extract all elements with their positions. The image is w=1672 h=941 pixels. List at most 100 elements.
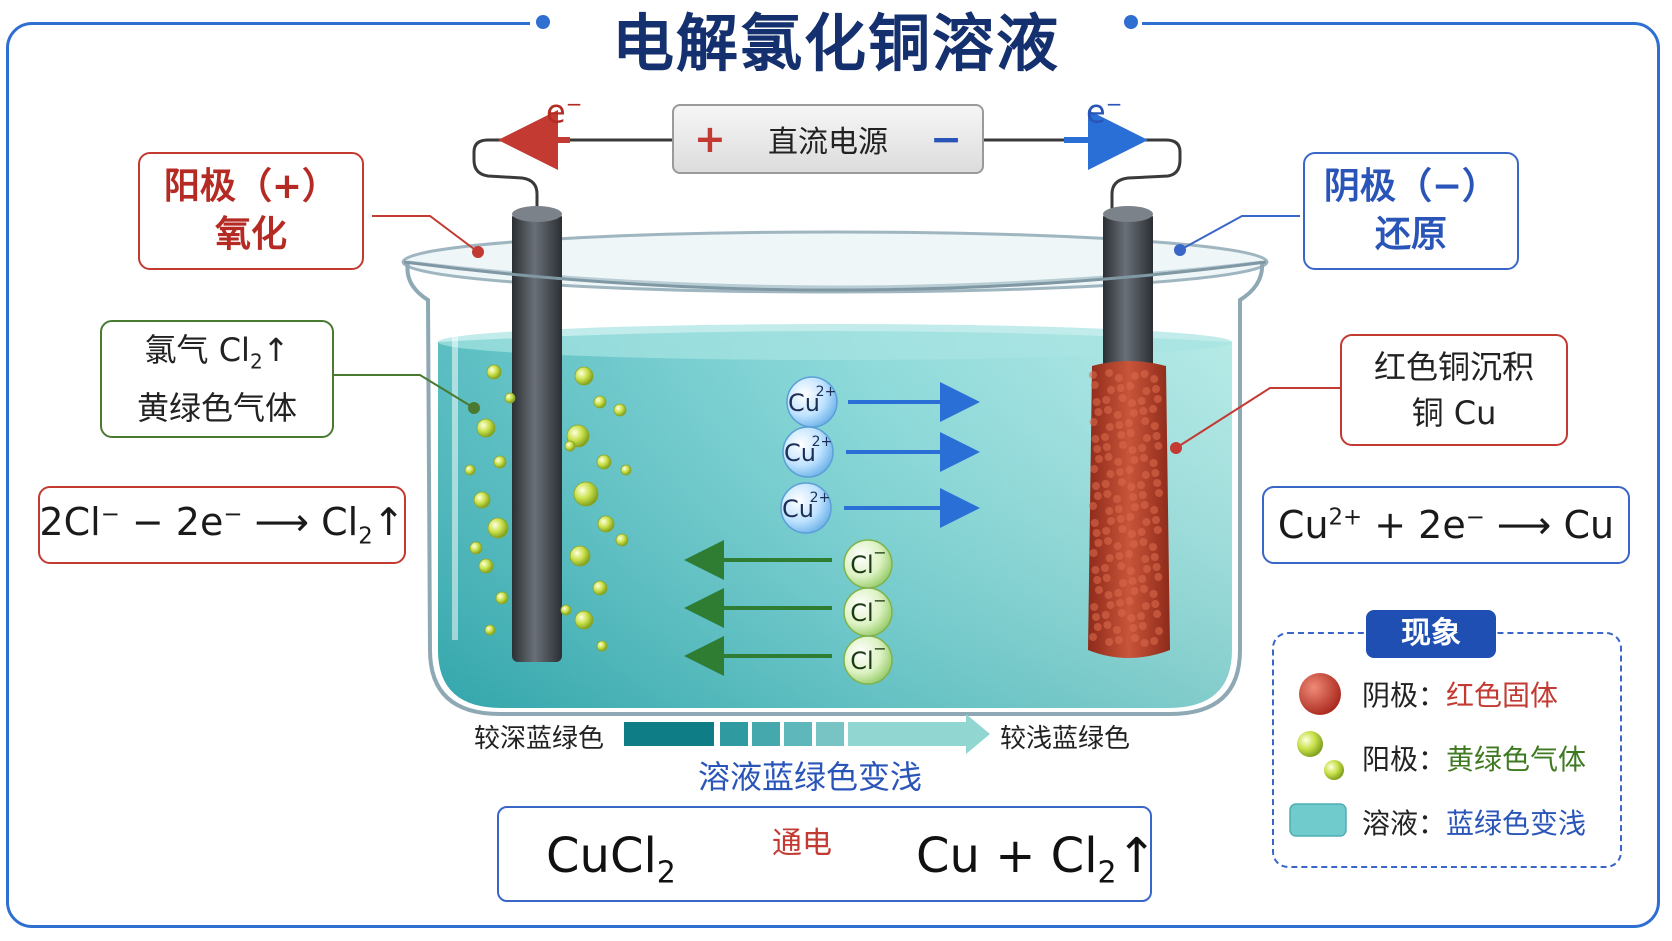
gas-bubble: [476, 418, 496, 438]
svg-text:−: −: [873, 543, 886, 562]
legend-red-solid-icon: [1299, 673, 1341, 715]
beaker-rim-back: [401, 230, 1269, 294]
cathode-wire: [984, 138, 1182, 218]
cathode-equation-text: Cu2+ + 2e− ⟶ Cu: [1277, 503, 1615, 547]
main-equation-products: Cu + Cl2↑: [916, 828, 1157, 891]
gas-bubble: [569, 545, 591, 567]
legend-bubble-icon: [1297, 731, 1323, 757]
svg-text:Cl: Cl: [850, 599, 873, 627]
beaker-rim-front: [403, 260, 1267, 292]
negative-terminal: −: [930, 117, 962, 161]
gas-bubble: [560, 604, 572, 616]
gas-bubble: [613, 403, 627, 417]
gas-bubble: [597, 515, 615, 533]
deposit-label: 红色铜沉积: [1373, 348, 1534, 386]
chlorine-gas-label: 氯气 Cl2↑: [144, 331, 290, 374]
legend-row-anode: 阳极：黄绿色气体: [1362, 743, 1587, 776]
cathode-rod: [1103, 212, 1153, 374]
beaker-body: [405, 261, 1265, 716]
gas-bubble: [504, 392, 516, 404]
cathode-rod-top: [1103, 206, 1153, 222]
gas-bubble: [574, 366, 594, 386]
anode-equation-text: 2Cl− − 2e− ⟶ Cl2↑: [39, 500, 405, 550]
svg-text:Cu: Cu: [782, 495, 814, 523]
gradient-left-label: 较深蓝绿色: [474, 724, 605, 754]
cu-ion-1: Cu 2+: [786, 376, 838, 428]
frame-dot-right: [1124, 15, 1138, 29]
anode-half-equation: 2Cl− − 2e− ⟶ Cl2↑: [38, 486, 406, 564]
gas-bubble: [478, 558, 494, 574]
color-gradient-bar: [624, 714, 990, 754]
anode-rod-top: [512, 206, 562, 222]
gas-bubble: [486, 364, 502, 380]
gas-callout-dot: [468, 402, 480, 414]
solution-surface: [438, 324, 1232, 360]
legend-row-cathode: 阴极：红色固体: [1362, 679, 1559, 712]
svg-text:Cu: Cu: [788, 389, 820, 417]
chlorine-bubbles: [464, 364, 632, 652]
gas-bubble: [574, 610, 594, 630]
legend-title: 现象: [1366, 610, 1496, 658]
svg-text:−: −: [873, 591, 886, 610]
gas-bubble: [593, 395, 607, 409]
power-source-label: 直流电源: [768, 125, 888, 160]
positive-terminal: +: [694, 117, 726, 161]
svg-text:2+: 2+: [816, 384, 837, 400]
svg-text:Cl: Cl: [850, 647, 873, 675]
svg-text:Cl: Cl: [850, 551, 873, 579]
gradient-caption: 溶液蓝绿色变浅: [698, 758, 923, 796]
legend-solution-icon: [1289, 803, 1347, 837]
copper-label: 铜 Cu: [1411, 394, 1497, 432]
cu-ion-2: Cu 2+: [782, 426, 834, 478]
anode-label: 阳极（+）: [163, 166, 339, 207]
svg-text:2+: 2+: [812, 434, 833, 450]
anode-callout-dot: [472, 246, 484, 258]
anode-callout: 阳极（+） 氧化: [138, 152, 364, 270]
main-equation-box: [497, 806, 1152, 902]
cu-ion-3: Cu 2+: [780, 482, 832, 534]
legend-row-solution: 溶液：蓝绿色变浅: [1362, 807, 1587, 840]
cathode-callout: 阴极（−） 还原: [1303, 152, 1519, 270]
gas-bubble: [493, 455, 507, 469]
gas-bubble: [469, 541, 483, 555]
oxidation-label: 氧化: [214, 214, 287, 255]
page-title: 电解氯化铜溶液: [611, 7, 1060, 80]
deposit-callout-dot: [1170, 442, 1182, 454]
anode-rod: [512, 212, 562, 662]
gas-bubble: [596, 640, 608, 652]
cathode-callout-dot: [1174, 244, 1186, 256]
chlorine-gas-callout: 氯气 Cl2↑ 黄绿色气体: [100, 320, 334, 438]
gas-bubble: [564, 440, 576, 452]
cl-ion-3: Cl −: [843, 635, 893, 685]
gas-bubble: [495, 591, 509, 605]
cathode-half-equation: Cu2+ + 2e− ⟶ Cu: [1262, 486, 1630, 564]
gas-bubble: [487, 517, 509, 539]
gas-bubble: [592, 580, 608, 596]
gradient-right-label: 较浅蓝绿色: [1000, 724, 1131, 754]
anode-wire: [472, 138, 570, 218]
gas-bubble: [464, 464, 476, 476]
cathode-label: 阴极（−）: [1323, 166, 1499, 207]
copper-deposit-callout: 红色铜沉积 铜 Cu: [1340, 334, 1568, 446]
gas-bubble: [573, 481, 599, 507]
main-equation-condition: 通电: [772, 826, 832, 861]
gas-bubble: [620, 464, 632, 476]
power-source: + 直流电源 −: [672, 104, 984, 174]
gas-bubble: [473, 491, 491, 509]
reduction-label: 还原: [1374, 214, 1447, 255]
cl-ion-2: Cl −: [843, 587, 893, 637]
electron-label-right: e−: [1086, 92, 1123, 131]
cl-ion-1: Cl −: [843, 539, 893, 589]
title-mask: [530, 0, 1142, 60]
gas-color-label: 黄绿色气体: [136, 388, 297, 427]
svg-text:2+: 2+: [810, 490, 831, 506]
gas-bubble: [615, 533, 629, 547]
gas-bubble: [484, 624, 496, 636]
svg-text:Cu: Cu: [784, 439, 816, 467]
svg-text:−: −: [873, 639, 886, 658]
frame-dot-left: [536, 15, 550, 29]
gas-bubble: [596, 454, 612, 470]
main-equation-reactant: CuCl2: [546, 828, 676, 891]
